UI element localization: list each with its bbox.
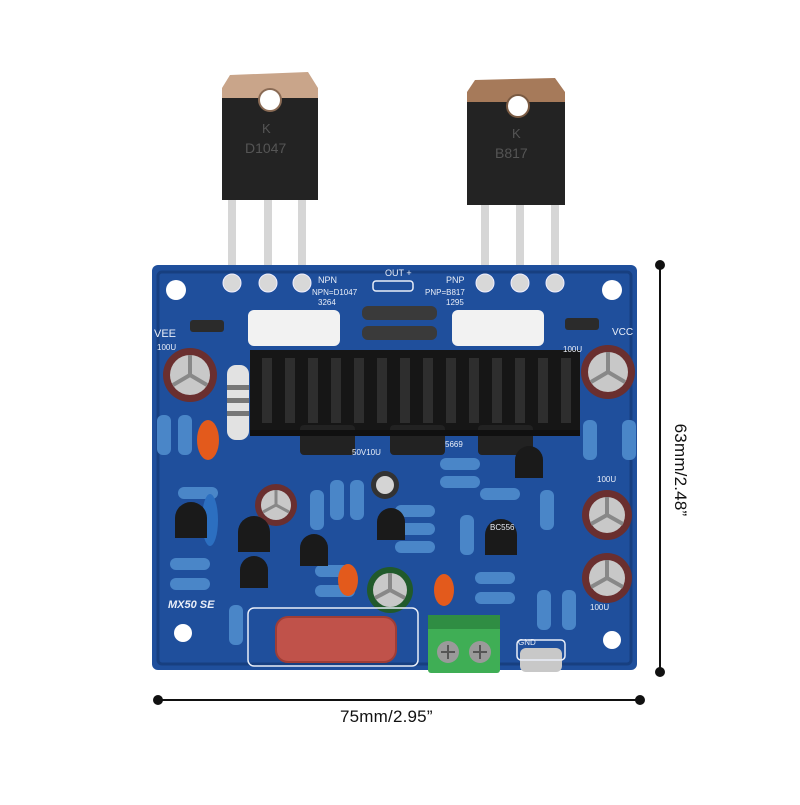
npn-part-label: NPN=D1047 [312, 288, 358, 297]
width-dimension-label: 75mm/2.95” [340, 707, 433, 726]
model-label: MX50 SE [168, 599, 215, 611]
electrolytic-capacitor [581, 345, 635, 399]
film-capacitor [276, 617, 396, 662]
electrolytic-capacitor [582, 553, 632, 603]
electrolytic-capacitor [255, 484, 297, 526]
transistor-brand: K [512, 126, 521, 141]
vcc-label: VCC [612, 327, 633, 338]
mounting-hole [258, 88, 282, 112]
left-power-transistor: K D1047 [222, 72, 318, 272]
green-capacitor [367, 567, 413, 613]
npn-alt-label: 3264 [318, 298, 336, 307]
mounting-hole [174, 624, 192, 642]
height-dimension-line [655, 260, 665, 677]
pnp-part-label: PNP=B817 [425, 288, 465, 297]
mounting-hole [603, 631, 621, 649]
pcb-board: NPN NPN=D1047 3264 OUT + PNP PNP=B817 12… [152, 265, 637, 673]
cap-label: 100U [563, 345, 582, 354]
height-dimension-label: 63mm/2.48” [671, 423, 690, 517]
transistor-brand: K [262, 121, 271, 136]
electrolytic-capacitor [582, 490, 632, 540]
electrolytic-capacitor [371, 471, 399, 499]
heatsink [250, 350, 580, 455]
transistor-label: BC556 [490, 523, 515, 532]
npn-label: NPN [318, 275, 337, 285]
mounting-hole [602, 280, 622, 300]
cap-label: 100U [590, 603, 609, 612]
part-label: 5669 [445, 440, 463, 449]
pnp-label: PNP [446, 275, 465, 285]
transistor-part: B817 [495, 145, 528, 161]
transistor-body [222, 98, 318, 200]
screw-terminal [428, 615, 500, 673]
cap-label: 100U [157, 343, 176, 352]
width-dimension-line [153, 695, 645, 705]
pnp-alt-label: 1295 [446, 298, 464, 307]
cap-label: 100U [597, 475, 616, 484]
vee-label: VEE [154, 328, 176, 340]
out-label: OUT + [385, 268, 412, 278]
electrolytic-capacitor [163, 348, 217, 402]
transistor-part: D1047 [245, 140, 286, 156]
mounting-hole [166, 280, 186, 300]
right-power-transistor: K B817 [467, 78, 565, 277]
cap-50v-label: 50V10U [352, 448, 381, 457]
thermal-pad [248, 310, 340, 346]
thermal-pad [452, 310, 544, 346]
gnd-label: GND [518, 638, 536, 647]
